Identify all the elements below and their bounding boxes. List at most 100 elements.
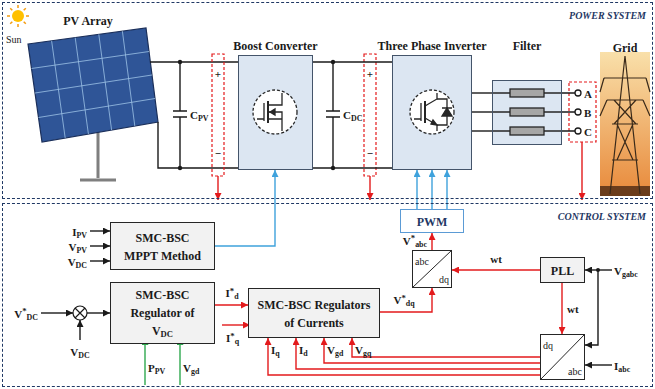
text-part: V	[327, 344, 335, 356]
wire-junction	[596, 268, 600, 272]
block-label: abc	[415, 256, 429, 267]
vdc-regulator-block: SMC-BSC Regulator of VDC	[110, 282, 215, 344]
text-part: I	[614, 360, 618, 372]
text-part: abc	[618, 365, 630, 374]
polarity-sign: −	[367, 147, 373, 159]
text-part: PV	[76, 231, 87, 240]
text-part: I	[226, 332, 230, 344]
text-part: I	[72, 226, 76, 238]
signal-label: wt	[490, 253, 502, 265]
wire-junction	[178, 60, 182, 64]
transform-diagonal	[412, 250, 585, 380]
text-part: V	[183, 362, 191, 374]
label-holder: PPV	[148, 358, 165, 377]
label-holder: −	[215, 143, 221, 161]
filter-inductor	[510, 127, 544, 135]
text-part: I	[299, 344, 303, 356]
signal-arrow	[222, 324, 250, 325]
text-part: C	[190, 109, 198, 121]
signal-label: Vgq	[355, 344, 371, 356]
label-holder: IPV	[72, 222, 87, 241]
grid-tower-picture	[600, 52, 650, 196]
pv-array-picture	[28, 28, 158, 142]
transform-diagonal	[412, 250, 452, 288]
text-part: gq	[363, 349, 371, 358]
signal-label: V*DC	[14, 308, 38, 320]
sun-icon	[12, 10, 24, 22]
signal-label-holder: Iq	[271, 340, 280, 359]
converter-fill	[238, 55, 313, 170]
text-part: dq	[406, 299, 415, 308]
grid-terminal	[575, 109, 581, 115]
text-part: I	[271, 344, 275, 356]
label-holder: Vgd	[183, 358, 199, 377]
measurement-point	[369, 176, 370, 200]
power-wires	[158, 122, 238, 168]
label-holder: CDC	[343, 105, 362, 124]
signal-label-holder: wt	[490, 249, 502, 267]
component-label: PV Array	[63, 14, 112, 28]
signal-arrow	[296, 338, 540, 369]
region-title: CONTROL SYSTEM	[558, 211, 646, 222]
converter-fill	[392, 55, 472, 170]
pll-block: PLL	[540, 257, 585, 283]
dc-link-wire	[313, 167, 392, 168]
text-part: q	[275, 349, 279, 358]
text-part: C	[343, 109, 351, 121]
pv-array-picture	[32, 31, 156, 138]
converter-fill	[492, 80, 562, 145]
signal-label-holder: V*abc	[403, 231, 427, 250]
signal-arrow	[585, 270, 598, 345]
boost-converter-box: Boost Converter	[238, 55, 313, 170]
measurement-point	[364, 54, 376, 176]
text-holder: SMC-BSC Regulators of Currents	[254, 295, 374, 331]
text-holder: abc	[415, 251, 429, 269]
block-label: abc	[568, 366, 582, 377]
text-part: d	[303, 349, 307, 358]
text-part: V	[355, 344, 363, 356]
signal-arrow	[144, 338, 145, 385]
component-heading: Three Phase Inverter	[377, 39, 486, 54]
text-part: DC	[27, 313, 38, 322]
filter-inductor	[510, 89, 544, 97]
filter-inductor	[510, 108, 544, 116]
block-label: dq	[439, 274, 449, 285]
signal-label: Vgd	[183, 362, 199, 374]
phase-wire	[472, 111, 492, 112]
signal-label-holder: V*dq	[393, 290, 414, 309]
signal-arrow	[79, 320, 80, 340]
text-holder: CONTROL SYSTEM	[558, 206, 646, 224]
signal-label: Vgd	[327, 344, 343, 356]
signal-label: IPV	[72, 226, 87, 238]
signal-arrow	[41, 231, 612, 385]
filter-box: Filter	[492, 80, 562, 145]
component-label: Grid	[613, 41, 638, 55]
phase-name: C	[584, 126, 592, 138]
label-holder: V*DC	[14, 304, 38, 323]
signal-arrow	[561, 283, 562, 334]
label-holder: −	[367, 143, 373, 161]
label-holder: C	[584, 122, 592, 140]
text-part: q	[235, 337, 239, 346]
capacitor-label: CPV	[190, 109, 209, 121]
text-part: V	[614, 265, 622, 277]
text-part: gd	[335, 349, 343, 358]
mosfet-symbol	[268, 93, 282, 131]
label-holder: VDC	[68, 252, 87, 271]
component-label: Sun	[6, 34, 22, 45]
text-part: gabc	[622, 270, 638, 279]
summing-junction	[73, 306, 87, 320]
block-label: SMC-BSC Regulator of VDC	[130, 288, 194, 338]
current-regulator-block: SMC-BSC Regulators of Currents	[248, 288, 380, 338]
igbt-symbol	[414, 103, 421, 121]
block-label: PLL	[551, 264, 574, 278]
text-part: gd	[191, 367, 199, 376]
phase-name: A	[584, 88, 592, 100]
text-part: V	[68, 256, 76, 268]
control-system-region: CONTROL SYSTEMSMC-BSC MPPT MethodPWMabcd…	[2, 203, 653, 387]
measurement-point	[212, 54, 596, 200]
text-part: V	[152, 324, 161, 338]
text-holder: Three Phase Inverter	[393, 39, 471, 54]
signal-arrow	[380, 288, 432, 312]
